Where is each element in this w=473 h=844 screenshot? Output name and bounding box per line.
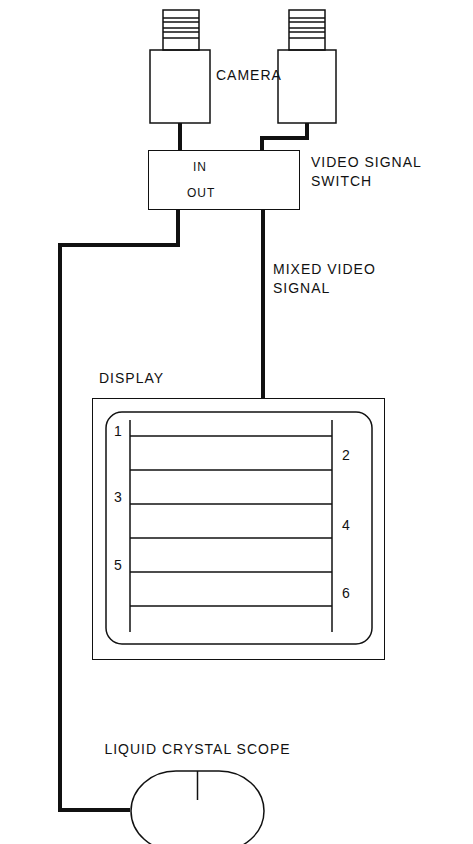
callout-number: 1 — [114, 422, 123, 441]
scope-unit: LIQUID CRYSTAL SCOPE — [130, 770, 265, 844]
scope-outline — [130, 770, 265, 844]
callout-number: 3 — [114, 488, 123, 507]
camera-body — [150, 50, 210, 123]
camera-lens — [163, 10, 199, 50]
callout-number: 6 — [342, 584, 351, 603]
camera-cable — [178, 123, 182, 150]
signal-label: MIXED VIDEO SIGNAL — [273, 260, 398, 298]
unit-name: DISPLAY — [99, 369, 164, 388]
camera-cable — [262, 123, 307, 150]
callout-number: 4 — [342, 516, 351, 535]
screen — [106, 412, 372, 644]
part-name: CAMERA — [216, 66, 282, 85]
camera-body — [278, 50, 336, 123]
port-label: IN — [193, 159, 207, 175]
switch-box: INOUTVIDEO SIGNAL SWITCH — [148, 150, 300, 210]
callout-number: 5 — [114, 556, 123, 575]
signal-cable — [60, 210, 178, 810]
display-unit: DISPLAY — [92, 398, 385, 660]
signal-cable — [261, 210, 265, 398]
callout-number: 2 — [342, 446, 351, 465]
port-label: OUT — [187, 185, 215, 201]
unit-name: VIDEO SIGNAL SWITCH — [311, 153, 441, 191]
camera-lens — [289, 10, 325, 50]
unit-name: LIQUID CRYSTAL SCOPE — [90, 740, 305, 759]
